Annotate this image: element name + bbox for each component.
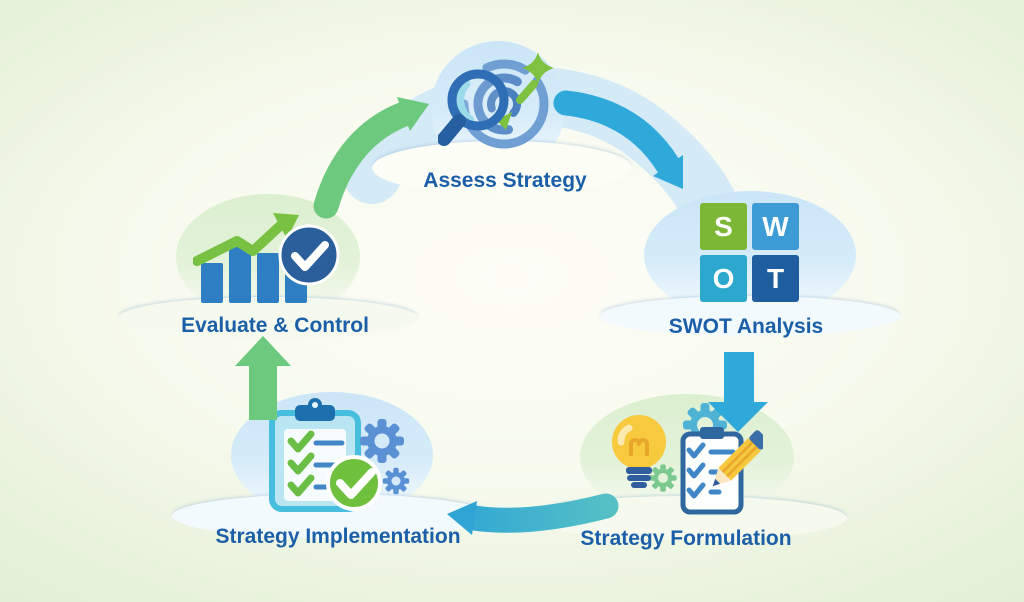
- swot-tile-weaknesses: W: [752, 203, 799, 250]
- label-strategy-implementation: Strategy Implementation: [215, 525, 461, 548]
- label-swot-analysis: SWOT Analysis: [668, 315, 824, 338]
- checklist-gears-check-icon: [269, 398, 410, 512]
- ground-swot-analysis: [600, 296, 900, 336]
- idea-clipboard-pencil-icon: [612, 403, 763, 515]
- label-strategy-formulation: Strategy Formulation: [580, 527, 792, 550]
- swot-grid-icon: S W O T: [700, 203, 799, 302]
- bar-chart-growth-check-icon: [193, 213, 340, 303]
- swot-tile-opportunities: O: [700, 255, 747, 302]
- ground-evaluate-control: [118, 297, 418, 339]
- label-assess-strategy: Assess Strategy: [423, 169, 587, 192]
- label-evaluate-control: Evaluate & Control: [181, 314, 369, 337]
- magnifier-target-icon: [438, 52, 554, 149]
- swot-tile-strengths: S: [700, 203, 747, 250]
- swot-tile-threats: T: [752, 255, 799, 302]
